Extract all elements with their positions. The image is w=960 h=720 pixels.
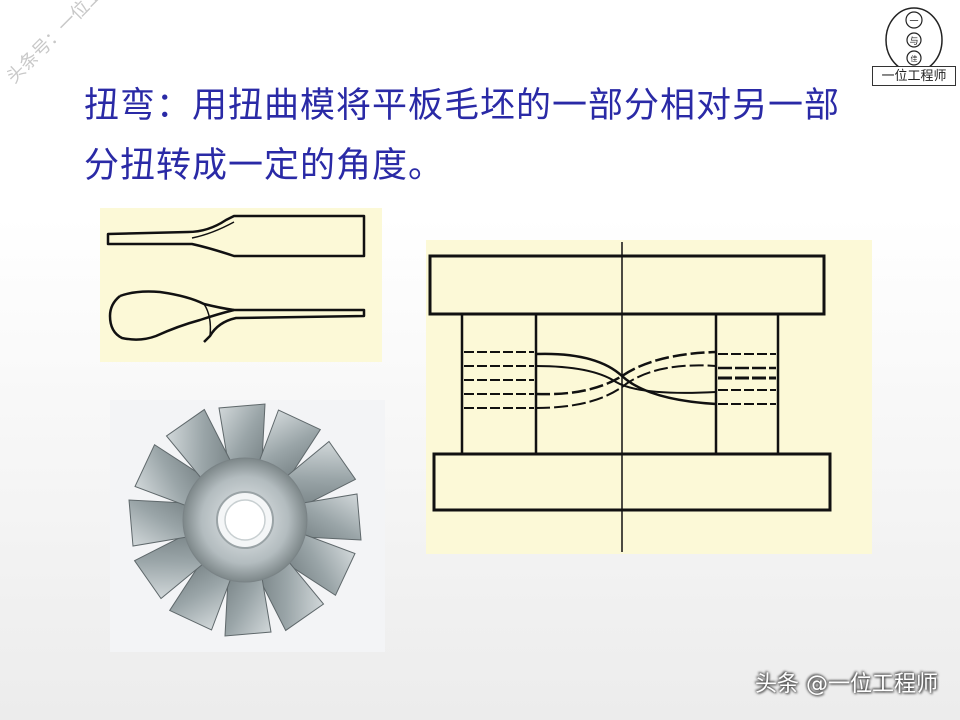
logo-char-1: 一: [909, 17, 918, 27]
logo-char-3: 佳: [911, 54, 918, 63]
logo-label: 一位工程师: [872, 66, 956, 86]
footer-watermark: 头条 @一位工程师: [755, 672, 938, 697]
twisted-blade-fan-part: [110, 400, 385, 652]
fan-blades: [128, 403, 362, 637]
twist-die-cross-section: [426, 240, 872, 554]
heading-line-1: 扭弯：用扭曲模将平板毛坯的一部分相对另一部: [84, 86, 841, 126]
heading-line-2: 分扭转成一定的角度。: [84, 146, 445, 186]
brand-logo: 一 与 佳: [872, 4, 956, 88]
twisted-strip-sketch: [100, 208, 382, 362]
logo-char-2: 与: [909, 36, 918, 47]
slide-heading: 扭弯：用扭曲模将平板毛坯的一部分相对另一部 分扭转成一定的角度。: [84, 76, 884, 196]
